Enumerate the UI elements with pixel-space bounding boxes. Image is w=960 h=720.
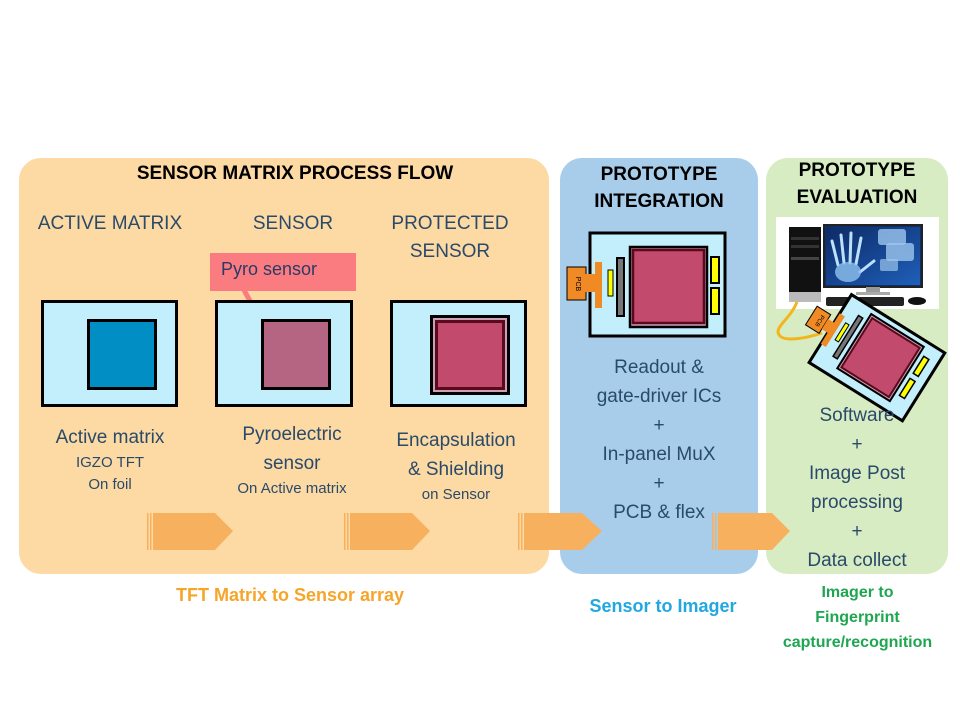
description-line: PCB & flex [613,502,705,523]
process-flow-title: SENSOR MATRIX PROCESS FLOW [136,163,454,184]
label-sensor-to-imager: Sensor to Imager [589,596,737,616]
caption-sub: On Active matrix [237,480,347,497]
flow-arrow-4 [712,513,790,550]
description-line: Image Post [808,463,906,484]
integration-title: PROTOTYPE INTEGRATION [560,161,758,215]
caption-main: Active matrix [55,427,165,448]
stage-heading-protected-sensor: PROTECTED SENSOR [375,210,525,266]
integration-description: Readout & gate-driver ICs + In-panel MuX… [560,353,758,527]
caption-sub: IGZO TFT [75,454,145,471]
usb-cable [776,301,823,341]
tilted-prototype-board-icon: PCB [804,292,947,423]
encapsulated-sensor-chip [435,320,505,390]
description-line: + [653,473,665,494]
prototype-integration-panel [560,158,758,574]
description-line: gate-driver ICs [596,386,722,407]
flow-arrow-2 [344,513,430,550]
heading-line: PROTECTED [391,213,509,234]
pyro-sensor-chip [261,319,331,390]
caption-active-matrix: Active matrix IGZO TFT On foil [30,423,190,496]
caption-main: Encapsulation [396,430,516,451]
stage-heading-sensor: SENSOR [252,213,334,234]
label-line: Fingerprint [815,609,900,626]
mouse [908,297,926,305]
pyro-sensor-callout: Pyro sensor [210,253,356,291]
caption-main: sensor [263,453,321,474]
title-line: PROTOTYPE [798,160,916,181]
shielding-layer [430,315,510,395]
caption-main: Pyroelectric [242,424,342,445]
label-line: capture/recognition [782,634,933,651]
caption-sub: on Sensor [421,486,491,503]
hand-scan-graphic [830,231,876,274]
label-line: Imager to [821,584,894,601]
title-line: EVALUATION [796,187,918,208]
caption-sensor: Pyroelectric sensor On Active matrix [207,420,377,500]
active-matrix-chip [87,319,157,390]
description-line: processing [811,492,903,513]
evaluation-title: PROTOTYPE EVALUATION [766,157,948,211]
evaluation-description: Software + Image Post processing + Data … [766,401,948,575]
protected-sensor-board [390,300,527,407]
heading-line: SENSOR [409,241,491,262]
caption-sub: On foil [88,476,132,493]
description-line: + [653,415,665,436]
label-tft-to-sensor: TFT Matrix to Sensor array [175,585,405,605]
pcb-label: PCB [813,313,825,327]
flow-arrow-3 [518,513,602,550]
description-line: + [851,434,863,455]
description-line: In-panel MuX [602,444,716,465]
caption-protected-sensor: Encapsulation & Shielding on Sensor [380,426,532,506]
caption-main: & Shielding [407,459,505,480]
flow-arrow-1 [147,513,233,550]
title-line: PROTOTYPE [600,164,718,185]
description-line: + [851,521,863,542]
prototype-board-icon: PCB [566,231,727,338]
pcb-label: PCB [574,277,581,292]
description-line: Data collect [807,550,907,571]
title-line: INTEGRATION [594,191,724,212]
description-line: Software [819,405,895,426]
desktop-computer-icon [776,217,939,309]
label-imager-to-fingerprint: Imager to Fingerprint capture/recognitio… [760,580,955,655]
description-line: Readout & [614,357,704,378]
sensor-board [215,300,353,407]
stage-heading-active-matrix: ACTIVE MATRIX [37,213,183,234]
active-matrix-board [41,300,178,407]
